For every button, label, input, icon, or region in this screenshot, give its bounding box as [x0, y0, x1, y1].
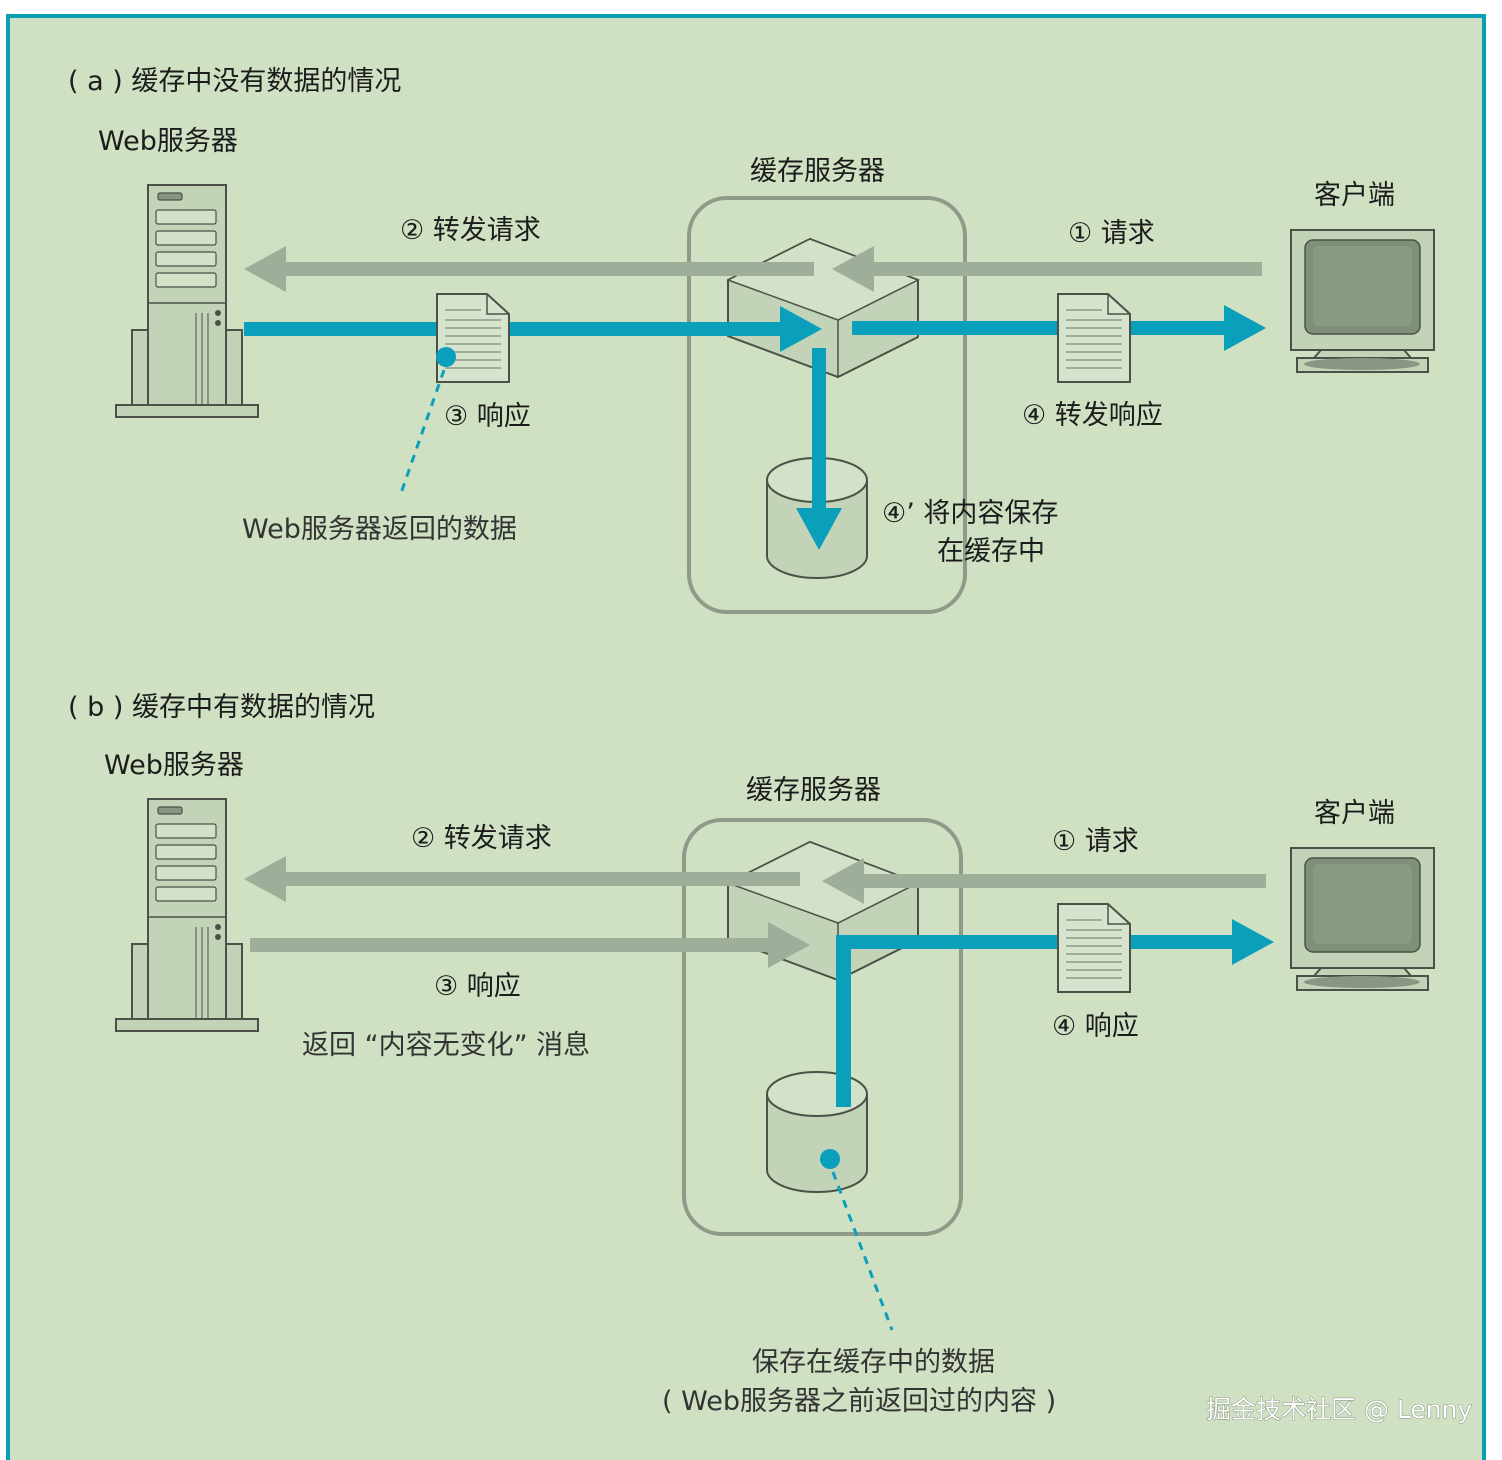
panel-b-client-monitor-icon	[1290, 847, 1435, 991]
panel-b-step3-label: ③ 响应	[434, 971, 521, 1002]
panel-a-data-marker	[436, 347, 456, 367]
panel-b-cache-storage-icon	[766, 1071, 868, 1193]
panel-a-store-arrow	[796, 348, 842, 550]
panel-b-title: ( b ) 缓存中有数据的情况	[68, 692, 375, 723]
panel-b-response-document-icon	[1057, 903, 1131, 993]
panel-a-step2-label: ② 转发请求	[400, 215, 541, 246]
panel-b-cached-data-pointer	[831, 1171, 894, 1331]
panel-b-cached-data-marker	[820, 1149, 840, 1169]
panel-b-forward-request-arrow	[244, 856, 800, 902]
panel-a-step4-label: ④ 转发响应	[1022, 400, 1163, 431]
diagram-frame	[6, 14, 1486, 1460]
panel-a-title: ( a ) 缓存中没有数据的情况	[68, 66, 401, 97]
watermark: 掘金技术社区 @ Lenny	[1206, 1395, 1472, 1424]
panel-b-cached-data-note-line2: ( Web服务器之前返回过的内容 )	[662, 1386, 1056, 1417]
panel-b-cache-box-icon	[727, 841, 919, 981]
panel-b-request-arrow	[822, 858, 1266, 904]
panel-a-forward-response-arrow	[852, 305, 1266, 351]
panel-a-cache-server-label: 缓存服务器	[750, 156, 885, 187]
panel-a: ( a ) 缓存中没有数据的情况 Web服务器 缓存服务器 客户端	[68, 66, 1435, 614]
panel-a-step1-label: ① 请求	[1068, 218, 1155, 249]
panel-a-web-server-icon	[115, 184, 259, 418]
panel-b-step2-label: ② 转发请求	[411, 823, 552, 854]
panel-a-data-note: Web服务器返回的数据	[242, 514, 517, 545]
panel-b-cache-server-label: 缓存服务器	[746, 775, 881, 806]
panel-a-step4b-label-line2: 在缓存中	[937, 536, 1045, 567]
panel-b: ( b ) 缓存中有数据的情况 Web服务器 缓存服务器 客户端	[68, 692, 1435, 1417]
panel-a-step4b-label: ④’ 将内容保存	[882, 498, 1058, 529]
panel-a-client-label: 客户端	[1314, 180, 1395, 211]
panel-b-step1-label: ① 请求	[1052, 826, 1139, 857]
panel-b-cached-data-note: 保存在缓存中的数据	[752, 1347, 995, 1378]
panel-b-web-server-icon	[115, 798, 259, 1032]
panel-a-cache-server-boundary	[687, 196, 967, 614]
panel-a-step3-label: ③ 响应	[444, 401, 531, 432]
panel-a-forward-request-arrow	[244, 246, 814, 292]
panel-a-request-arrow	[832, 246, 1262, 292]
panel-b-web-server-label: Web服务器	[104, 750, 244, 781]
panel-a-response-arrow	[244, 306, 822, 352]
panel-b-not-modified-response-arrow	[250, 922, 810, 968]
panel-a-forward-document-icon	[1057, 293, 1131, 383]
panel-a-web-server-label: Web服务器	[98, 126, 238, 157]
panel-b-cached-response-arrow	[836, 919, 1274, 1107]
panel-a-response-document-icon	[436, 293, 510, 383]
panel-b-not-modified-note: 返回 “内容无变化” 消息	[302, 1030, 590, 1061]
panel-b-cache-server-boundary	[682, 818, 963, 1236]
panel-b-client-label: 客户端	[1314, 798, 1395, 829]
panel-a-client-monitor-icon	[1290, 229, 1435, 373]
panel-b-step4-label: ④ 响应	[1052, 1011, 1139, 1042]
panel-a-data-pointer	[398, 369, 446, 497]
